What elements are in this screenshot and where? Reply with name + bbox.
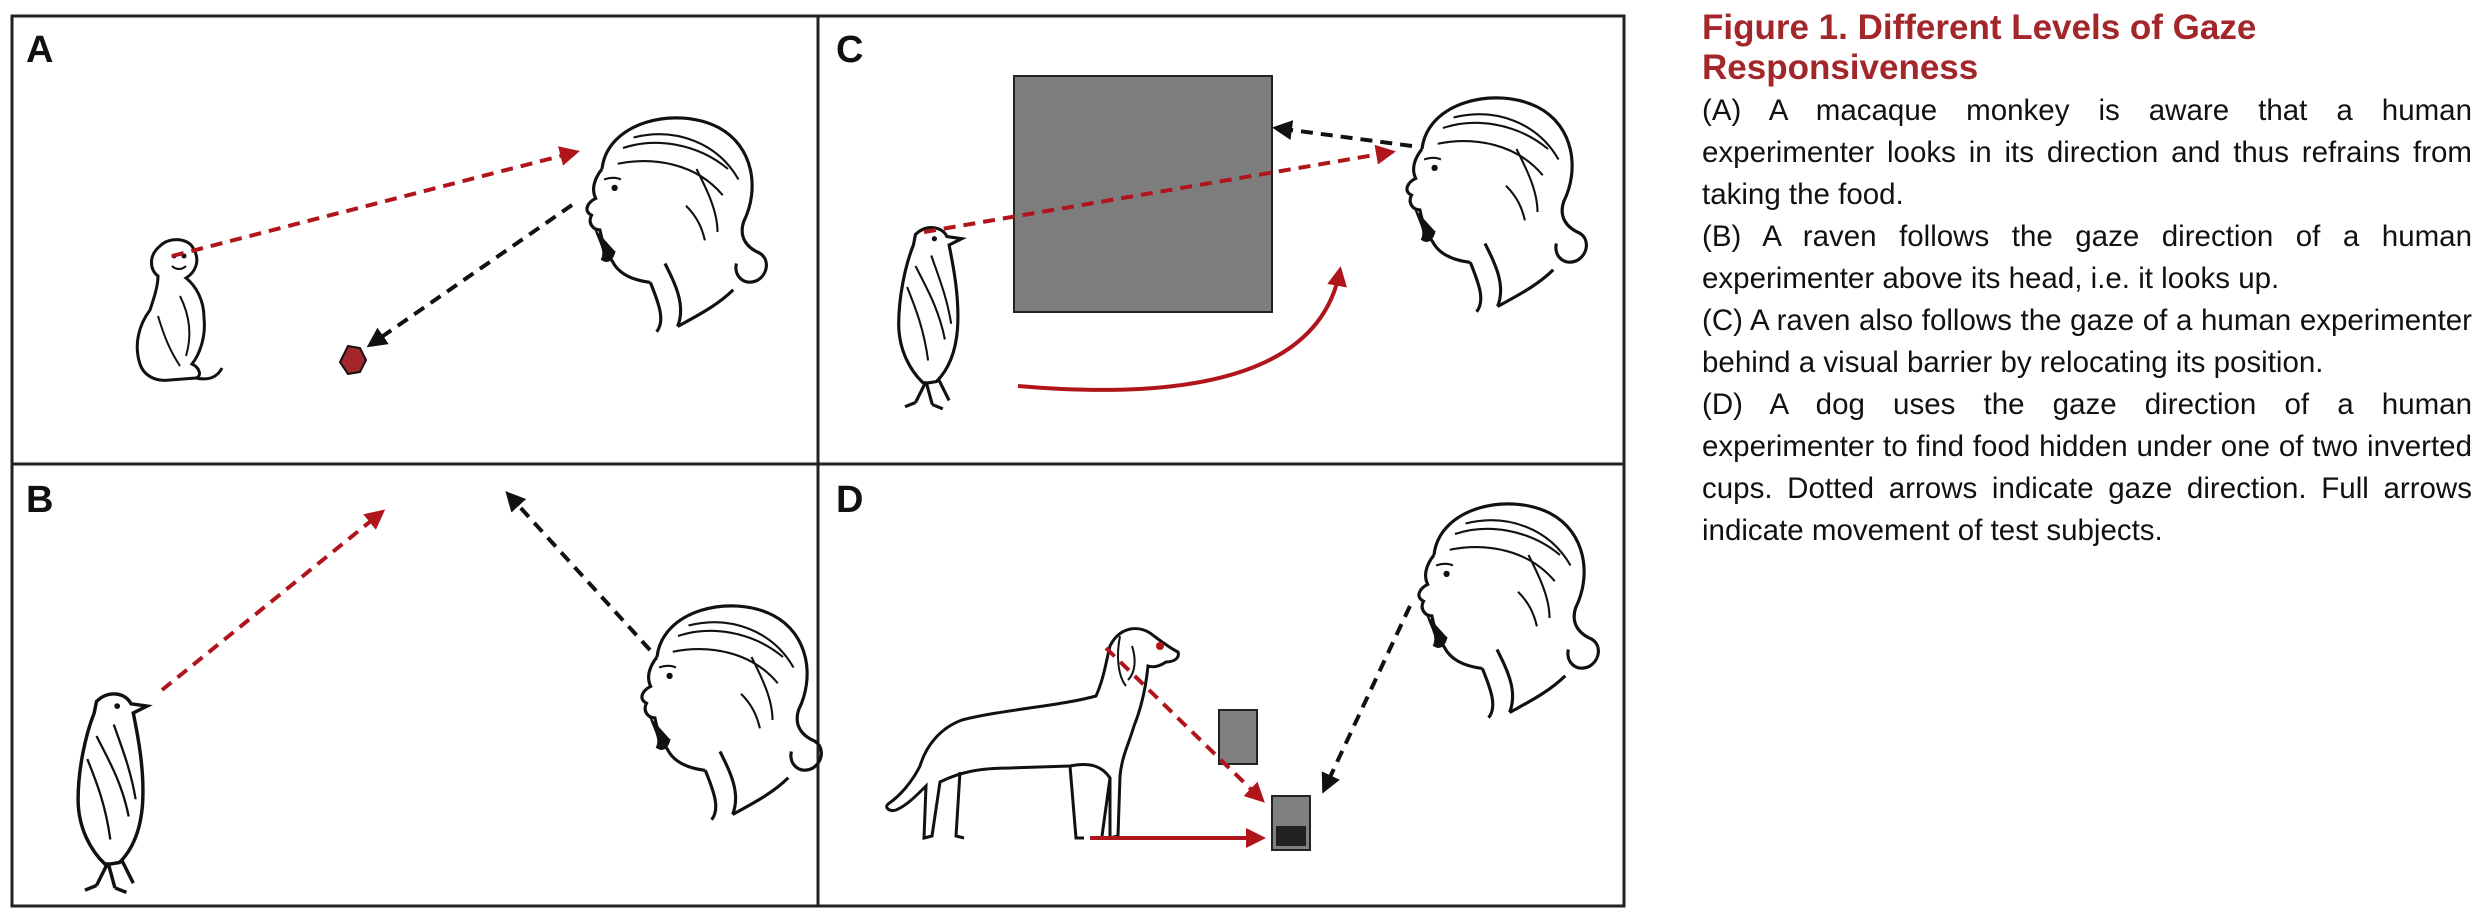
panel-label-b: B xyxy=(26,479,53,521)
gaze-arrow-red xyxy=(171,146,580,258)
human-head-icon xyxy=(1417,502,1600,720)
caption-paragraph-d: (D) A dog uses the gaze direction of a h… xyxy=(1702,388,2472,547)
cup-icon xyxy=(1218,709,1258,765)
panel-c xyxy=(897,75,1588,411)
raven-icon xyxy=(76,692,149,895)
raven-icon xyxy=(897,226,964,411)
gaze-arrow-black xyxy=(1272,120,1413,148)
panel-d xyxy=(885,502,1600,851)
panel-b xyxy=(76,491,823,895)
food-icon xyxy=(338,344,368,376)
figure-illustration: A B C D xyxy=(10,14,1626,908)
movement-arrow xyxy=(1017,266,1347,392)
figure: A B C D xyxy=(10,14,1626,908)
human-head-icon xyxy=(1405,96,1588,314)
panel-label-d: D xyxy=(836,479,863,521)
gaze-arrow-red xyxy=(1104,646,1265,803)
gaze-arrow-black xyxy=(1321,605,1412,794)
dog-icon xyxy=(885,627,1180,840)
human-head-icon xyxy=(640,604,823,822)
monkey-icon xyxy=(135,238,224,382)
panel-a xyxy=(135,116,768,382)
caption-paragraph-b: (B) A raven follows the gaze direction o… xyxy=(1702,220,2472,295)
panel-a-frame xyxy=(10,14,820,466)
gaze-arrow-black xyxy=(505,491,652,652)
caption-paragraph-a: (A) A macaque monkey is aware that a hum… xyxy=(1702,94,2472,211)
figure-caption: Figure 1. Different Levels of Gaze Respo… xyxy=(1702,8,2472,552)
caption-title: Figure 1. Different Levels of Gaze Respo… xyxy=(1702,8,2257,87)
food-icon xyxy=(1276,826,1306,846)
panel-label-c: C xyxy=(836,29,863,71)
human-head-icon xyxy=(585,116,768,334)
gaze-arrow-red xyxy=(160,509,386,692)
caption-paragraph-c: (C) A raven also follows the gaze of a h… xyxy=(1702,304,2472,379)
panel-d-frame xyxy=(816,462,1626,908)
panel-label-a: A xyxy=(26,29,53,71)
gaze-arrow-black xyxy=(366,203,574,348)
